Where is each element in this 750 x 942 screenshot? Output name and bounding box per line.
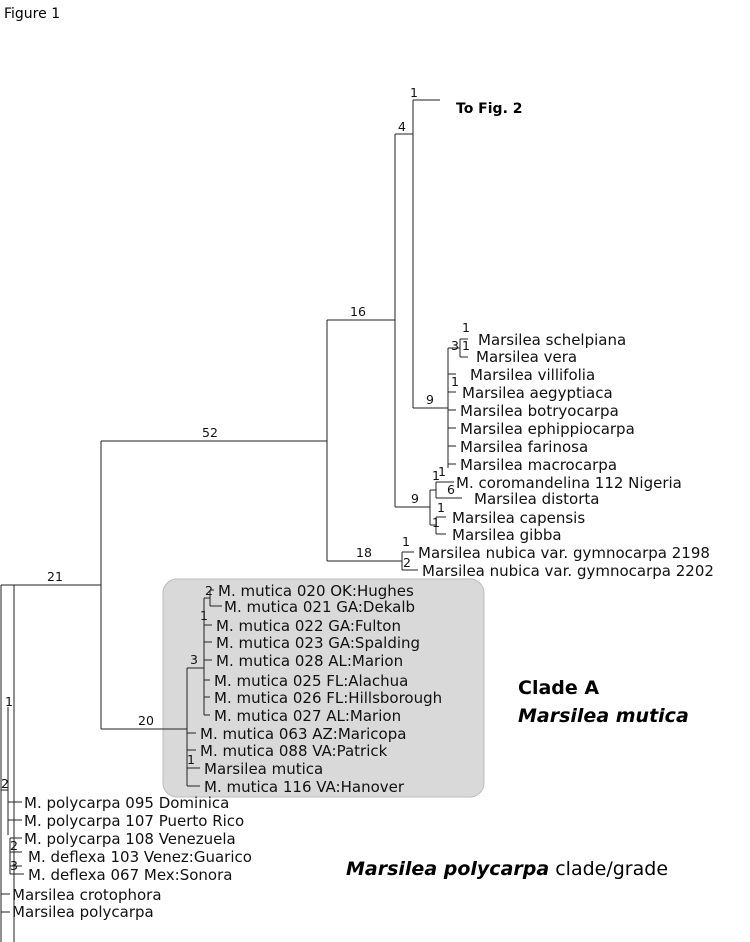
support-value: 1 (432, 468, 440, 483)
taxon-label: M. mutica 026 FL:Hillsborough (214, 689, 442, 707)
taxon-label: Marsilea mutica (204, 760, 323, 778)
taxon-label: Marsilea crotophora (12, 886, 162, 904)
support-value: 1 (462, 338, 470, 353)
clade-a-box (162, 578, 485, 798)
support-value: 2 (10, 838, 18, 853)
taxon-label: Marsilea macrocarpa (460, 456, 617, 474)
support-value: 1 (187, 752, 195, 767)
support-value: 1 (437, 500, 445, 515)
taxon-label: Marsilea farinosa (460, 438, 588, 456)
taxon-label: M. deflexa 067 Mex:Sonora (28, 866, 232, 884)
taxon-label: M. mutica 028 AL:Marion (216, 652, 403, 670)
clade-a-name: Marsilea mutica (518, 705, 689, 727)
taxon-label: M. mutica 023 GA:Spalding (216, 634, 420, 652)
taxon-label: M. mutica 021 GA:Dekalb (224, 598, 415, 616)
taxon-label: M. mutica 025 FL:Alachua (214, 672, 408, 690)
support-value: 1 (438, 464, 446, 479)
taxon-label: Marsilea nubica var. gymnocarpa 2202 (422, 562, 714, 580)
support-value: 1 (200, 608, 208, 623)
taxon-label: M. mutica 022 GA:Fulton (216, 617, 401, 635)
taxon-label: M. mutica 088 VA:Patrick (200, 742, 388, 760)
taxon-label: Marsilea villifolia (470, 366, 595, 384)
support-value: 9 (426, 392, 434, 407)
support-value: 21 (47, 569, 63, 584)
support-value: 4 (398, 119, 406, 134)
taxon-label: Marsilea gibba (452, 526, 562, 544)
taxon-label: M. mutica 116 VA:Hanover (204, 778, 405, 796)
taxon-label: Marsilea distorta (474, 490, 599, 508)
support-value: 20 (138, 713, 154, 728)
polycarpa-group-label: Marsilea polycarpa clade/grade (346, 858, 668, 880)
taxon-label: M. coromandelina 112 Nigeria (456, 474, 682, 492)
taxon-label: Marsilea ephippiocarpa (460, 420, 635, 438)
taxon-label: Marsilea capensis (452, 509, 585, 527)
polycarpa-group-rest: clade/grade (549, 858, 668, 880)
support-value: 1 (462, 320, 470, 335)
taxon-label: M. polycarpa 095 Dominica (24, 794, 229, 812)
to-fig-2-note: To Fig. 2 (456, 101, 523, 117)
support-value: 1 (5, 694, 13, 709)
support-value: 3 (451, 338, 459, 353)
support-value: 16 (350, 304, 366, 319)
support-value: 52 (202, 425, 218, 440)
support-value: 3 (10, 858, 18, 873)
taxon-label: Marsilea aegyptiaca (462, 384, 613, 402)
support-value: 3 (190, 652, 198, 667)
taxon-label: Marsilea polycarpa (12, 903, 154, 921)
taxon-label: Marsilea botryocarpa (460, 402, 619, 420)
taxon-label: Marsilea schelpiana (478, 331, 626, 349)
support-value: 2 (205, 583, 213, 598)
support-value: 6 (447, 482, 455, 497)
support-values: 1 4 16 52 21 1 1 3 1 9 1 1 6 9 1 1 1 2 1… (1, 85, 470, 873)
support-value: 18 (356, 545, 372, 560)
taxon-label: M. polycarpa 108 Venezuela (24, 830, 236, 848)
polycarpa-group-italic: Marsilea polycarpa (346, 858, 549, 880)
support-value: 9 (411, 491, 419, 506)
tree-branches (0, 99, 468, 942)
taxon-label: M. mutica 027 AL:Marion (214, 707, 401, 725)
support-value: 1 (402, 534, 410, 549)
taxon-label: M. deflexa 103 Venez:Guarico (28, 848, 252, 866)
taxon-labels: Marsilea schelpiana Marsilea vera Marsil… (12, 331, 714, 921)
taxon-label: M. mutica 020 OK:Hughes (218, 582, 414, 600)
support-value: 1 (432, 515, 440, 530)
support-value: 2 (403, 555, 411, 570)
taxon-label: M. polycarpa 107 Puerto Rico (24, 812, 244, 830)
figure-label: Figure 1 (4, 6, 60, 22)
taxon-label: Marsilea nubica var. gymnocarpa 2198 (418, 544, 710, 562)
taxon-label: Marsilea vera (476, 348, 577, 366)
support-value: 1 (451, 374, 459, 389)
taxon-label: M. mutica 063 AZ:Maricopa (200, 725, 406, 743)
support-value: 2 (1, 776, 9, 791)
clade-a-title: Clade A (518, 677, 599, 699)
support-value: 1 (410, 85, 418, 100)
